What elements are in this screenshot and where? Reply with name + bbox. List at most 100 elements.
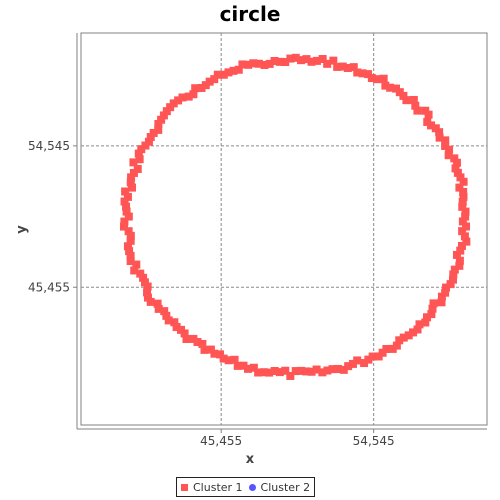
data-point xyxy=(162,311,171,320)
data-point xyxy=(154,304,163,313)
data-point xyxy=(421,318,430,327)
data-point xyxy=(121,187,130,196)
data-point xyxy=(178,93,187,102)
data-point xyxy=(126,231,135,240)
data-point xyxy=(129,168,138,177)
data-point xyxy=(437,292,446,301)
data-point xyxy=(448,275,457,284)
data-point xyxy=(191,84,200,93)
data-point xyxy=(392,341,401,350)
data-point xyxy=(270,56,279,65)
data-point xyxy=(333,62,342,71)
chart-title: circle xyxy=(219,2,281,26)
data-point xyxy=(174,96,183,105)
data-point xyxy=(146,297,155,306)
data-point xyxy=(455,183,464,192)
data-point xyxy=(180,329,189,338)
data-point xyxy=(457,241,466,250)
data-point xyxy=(318,368,327,377)
square-marker-icon xyxy=(181,483,188,491)
data-point xyxy=(349,63,358,72)
data-point xyxy=(254,368,263,377)
data-point xyxy=(239,361,248,370)
data-point xyxy=(120,217,129,226)
data-point xyxy=(172,323,181,332)
data-point xyxy=(459,192,468,201)
data-point xyxy=(312,365,321,374)
data-point xyxy=(415,320,424,329)
data-point xyxy=(450,154,459,163)
data-point xyxy=(458,227,467,236)
data-point xyxy=(456,173,465,182)
data-point xyxy=(213,70,222,79)
data-point xyxy=(141,141,150,150)
data-point xyxy=(312,56,321,65)
data-point xyxy=(124,212,133,221)
data-point xyxy=(364,70,373,79)
data-point xyxy=(455,256,464,265)
data-point xyxy=(402,96,411,105)
data-point xyxy=(265,368,274,377)
data-point xyxy=(458,202,467,211)
data-point xyxy=(197,83,206,92)
data-point xyxy=(210,75,219,84)
data-point xyxy=(244,60,253,69)
data-point xyxy=(123,192,132,201)
data-point xyxy=(198,339,207,348)
data-point xyxy=(224,68,233,77)
data-point xyxy=(162,107,171,116)
data-point xyxy=(200,345,209,354)
data-point xyxy=(234,65,243,74)
data-point xyxy=(210,349,219,358)
data-point xyxy=(249,363,258,372)
data-point xyxy=(323,366,332,375)
legend: Cluster 1 Cluster 2 xyxy=(176,477,316,497)
data-point xyxy=(392,84,401,93)
data-point xyxy=(302,367,311,376)
x-axis-title: x xyxy=(245,452,255,467)
data-point xyxy=(229,66,238,75)
x-tick-label-1: 54,545 xyxy=(353,434,395,448)
data-point xyxy=(423,117,432,126)
data-point xyxy=(126,257,135,266)
data-point xyxy=(302,55,311,64)
data-point xyxy=(411,101,420,110)
data-point xyxy=(307,367,316,376)
data-points xyxy=(119,53,471,380)
data-point xyxy=(460,232,469,241)
data-point xyxy=(153,299,162,308)
data-point xyxy=(428,304,437,313)
data-point xyxy=(358,69,367,78)
data-point xyxy=(427,310,436,319)
data-point xyxy=(429,299,438,308)
data-point xyxy=(230,355,239,364)
data-point xyxy=(126,251,135,260)
data-point xyxy=(124,227,133,236)
data-point xyxy=(343,64,352,73)
data-point xyxy=(442,283,451,292)
data-point xyxy=(444,151,453,160)
data-point xyxy=(206,345,215,354)
data-point xyxy=(423,313,432,322)
data-point xyxy=(135,155,144,164)
data-point xyxy=(450,265,459,274)
data-point xyxy=(409,95,418,104)
data-point xyxy=(154,125,163,134)
data-point xyxy=(244,364,253,373)
data-point xyxy=(462,222,471,231)
data-point xyxy=(307,57,316,66)
data-point xyxy=(318,55,327,64)
data-point xyxy=(435,133,444,142)
data-point xyxy=(296,366,305,375)
data-point xyxy=(381,81,390,90)
data-point xyxy=(125,247,134,256)
data-point xyxy=(122,202,131,211)
y-tick-label-1: 45,455 xyxy=(28,280,70,294)
data-point xyxy=(404,331,413,340)
data-point xyxy=(441,141,450,150)
data-point xyxy=(458,197,467,206)
data-point xyxy=(291,367,300,376)
data-point xyxy=(275,57,284,66)
